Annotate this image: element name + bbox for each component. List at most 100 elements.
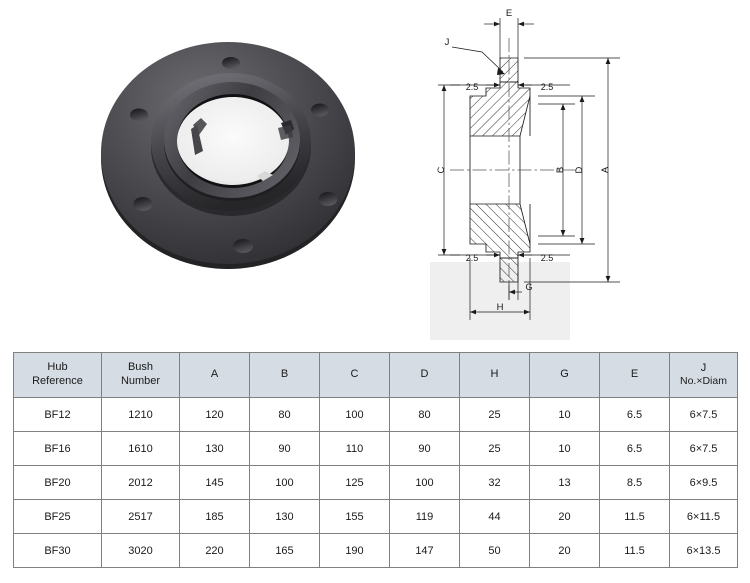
col-header-line1: G [560, 368, 569, 381]
dim-label-C: C [436, 166, 447, 173]
table-cell: 220 [179, 533, 250, 568]
table-cell: 165 [249, 533, 320, 568]
table-cell: 10 [529, 397, 600, 432]
cell-hub-reference: BF20 [13, 465, 102, 500]
col-header-line1: Hub [47, 361, 68, 374]
table-cell: 32 [459, 465, 530, 500]
table-cell: 1210 [101, 397, 180, 432]
col-header-c: C [319, 352, 390, 398]
spec-table-container: Hub Reference Bush Number A B C D [13, 352, 738, 568]
table-cell: 80 [249, 397, 320, 432]
table-cell: 100 [249, 465, 320, 500]
table-cell: 120 [179, 397, 250, 432]
col-header-line1: Bush [127, 361, 154, 374]
table-cell: 11.5 [599, 499, 670, 534]
hub-photo-svg [101, 42, 355, 269]
table-cell: 25 [459, 397, 530, 432]
table-cell: 13 [529, 465, 600, 500]
dim-label-chamfer-bottom-right: 2.5 [541, 253, 554, 263]
table-cell: 20 [529, 499, 600, 534]
table-cell: 2012 [101, 465, 180, 500]
table-cell: 1610 [101, 431, 180, 466]
table-cell: 6.5 [599, 431, 670, 466]
col-header-a: A [179, 352, 250, 398]
table-cell: 3020 [101, 533, 180, 568]
hub-specification-table: Hub Reference Bush Number A B C D [13, 352, 738, 568]
col-header-line1: C [350, 368, 359, 381]
top-illustration-area: E J 2.5 2.5 2.5 2.5 G H C B D A [95, 0, 750, 340]
col-header-b: B [249, 352, 320, 398]
col-header-line1: E [630, 368, 639, 381]
dim-label-J: J [445, 37, 450, 48]
col-header-line1: B [280, 368, 289, 381]
table-cell: 6×13.5 [669, 533, 738, 568]
col-header-d: D [389, 352, 460, 398]
table-cell: 6.5 [599, 397, 670, 432]
table-cell: 100 [319, 397, 390, 432]
dim-label-D: D [574, 166, 585, 173]
col-header-line1: H [490, 368, 499, 381]
table-cell: 6×11.5 [669, 499, 738, 534]
table-cell: 8.5 [599, 465, 670, 500]
col-header-hub-reference: Hub Reference [13, 352, 102, 398]
table-cell: 130 [179, 431, 250, 466]
table-cell: 130 [249, 499, 320, 534]
table-cell: 125 [319, 465, 390, 500]
table-cell: 119 [389, 499, 460, 534]
table-cell: 11.5 [599, 533, 670, 568]
table-cell: 155 [319, 499, 390, 534]
dim-label-chamfer-top-left: 2.5 [466, 82, 479, 92]
dim-label-chamfer-top-right: 2.5 [541, 82, 554, 92]
table-cell: 25 [459, 431, 530, 466]
table-cell: 6×9.5 [669, 465, 738, 500]
table-cell: 50 [459, 533, 530, 568]
col-header-bush-number: Bush Number [101, 352, 180, 398]
table-cell: 6×7.5 [669, 397, 738, 432]
col-header-line2: Number [120, 375, 161, 387]
table-cell: 90 [249, 431, 320, 466]
dim-label-H: H [497, 302, 504, 313]
cell-hub-reference: BF25 [13, 499, 102, 534]
dim-label-A: A [600, 166, 611, 173]
dim-label-E: E [506, 8, 512, 19]
cell-hub-reference: BF16 [13, 431, 102, 466]
col-header-line2: No.×Diam [680, 375, 727, 388]
col-header-line1: D [420, 368, 429, 381]
col-header-e: E [599, 352, 670, 398]
table-cell: 190 [319, 533, 390, 568]
col-header-line1: J [700, 361, 707, 374]
cell-hub-reference: BF12 [13, 397, 102, 432]
col-header-h: H [459, 352, 530, 398]
dim-label-G: G [525, 282, 532, 292]
bolt-holes [130, 57, 338, 253]
table-cell: 100 [389, 465, 460, 500]
table-cell: 10 [529, 431, 600, 466]
table-cell: 110 [319, 431, 390, 466]
col-header-g: G [529, 352, 600, 398]
dim-label-chamfer-bottom-left: 2.5 [466, 253, 479, 263]
table-cell: 2517 [101, 499, 180, 534]
cross-section-svg: E J 2.5 2.5 2.5 2.5 G H C B D A [436, 8, 620, 320]
table-cell: 20 [529, 533, 600, 568]
table-cell: 145 [179, 465, 250, 500]
col-header-line1: A [210, 368, 219, 381]
table-cell: 44 [459, 499, 530, 534]
col-header-j: J No.×Diam [669, 352, 738, 398]
table-cell: 90 [389, 431, 460, 466]
table-header-row: Hub Reference Bush Number A B C D [13, 352, 738, 398]
col-header-line2: Reference [32, 375, 83, 387]
table-cell: 185 [179, 499, 250, 534]
table-cell: 147 [389, 533, 460, 568]
cell-hub-reference: BF30 [13, 533, 102, 568]
table-cell: 80 [389, 397, 460, 432]
dim-label-B: B [555, 167, 566, 173]
technical-drawing: E J 2.5 2.5 2.5 2.5 G H C B D A [430, 0, 750, 340]
table-cell: 6×7.5 [669, 431, 738, 466]
product-photo [95, 25, 365, 285]
